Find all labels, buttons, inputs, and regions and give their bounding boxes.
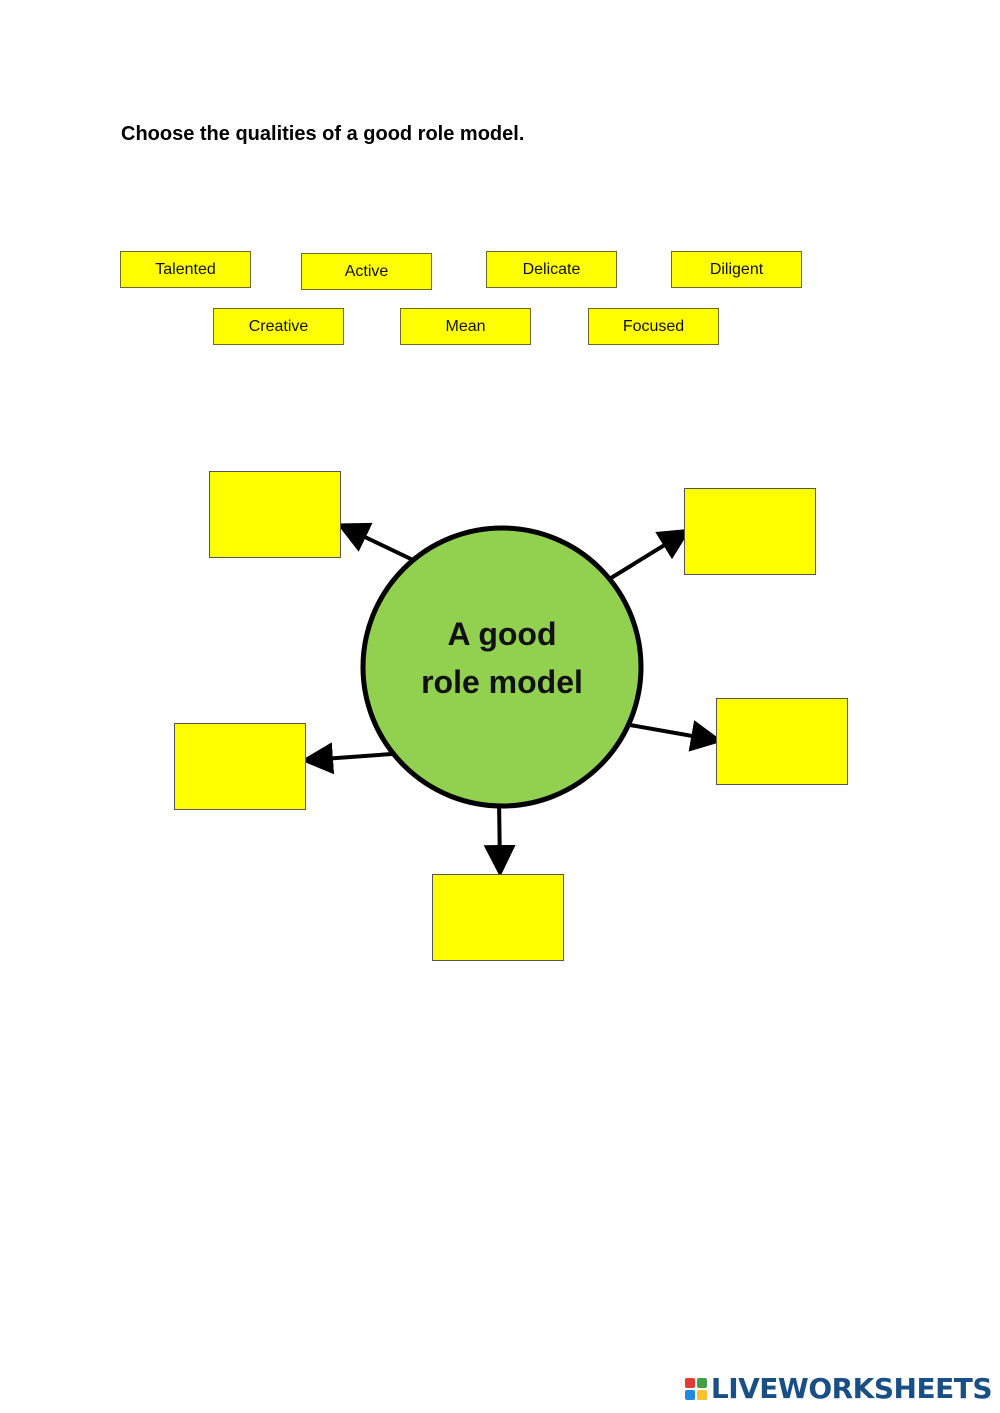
word-chip-focused[interactable]: Focused (588, 308, 719, 345)
answer-box-bottom[interactable] (432, 874, 564, 961)
center-label-line2: role model (421, 664, 583, 700)
answer-box-right[interactable] (716, 698, 848, 785)
answer-box-left[interactable] (174, 723, 306, 810)
center-label-line1: A good (447, 616, 557, 652)
word-chip-mean[interactable]: Mean (400, 308, 531, 345)
center-label: A good role model (364, 610, 640, 706)
liveworksheets-logo: LIVEWORKSHEETS (684, 1372, 993, 1405)
word-chip-diligent[interactable]: Diligent (671, 251, 802, 288)
answer-box-top-right[interactable] (684, 488, 816, 575)
arrow-left (301, 742, 393, 775)
word-chip-talented[interactable]: Talented (120, 251, 251, 288)
word-chip-creative[interactable]: Creative (213, 308, 344, 345)
arrow-bottom (483, 798, 516, 877)
liveworksheets-logo-icon (684, 1377, 707, 1400)
word-chip-delicate[interactable]: Delicate (486, 251, 617, 288)
arrow-right (629, 720, 723, 752)
answer-box-top-left[interactable] (209, 471, 341, 558)
center-circle (360, 525, 644, 809)
brand-name: LIVEWORKSHEETS (710, 1372, 993, 1405)
arrow-top-left (336, 522, 414, 562)
instruction-text: Choose the qualities of a good role mode… (121, 123, 525, 145)
arrow-top-right (609, 528, 691, 580)
word-chip-active[interactable]: Active (301, 253, 432, 290)
